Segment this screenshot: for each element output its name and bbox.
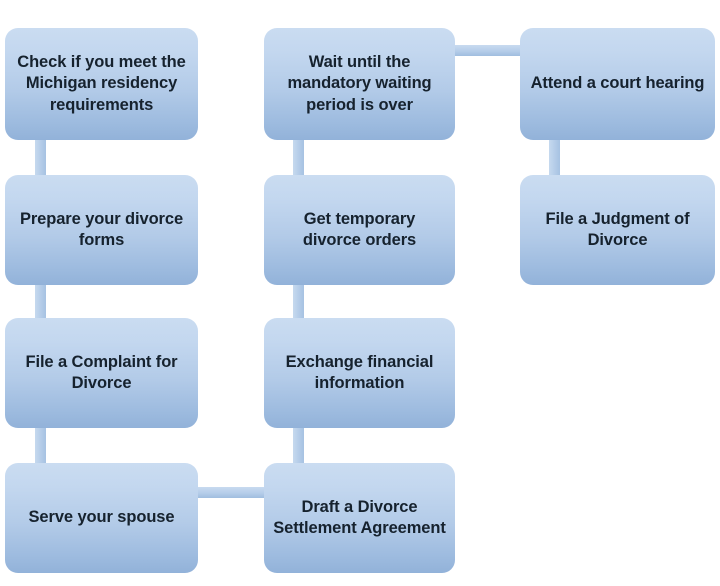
flowchart-node-n9[interactable]: Attend a court hearing <box>520 28 715 140</box>
flowchart-node-n8[interactable]: Wait until the mandatory waiting period … <box>264 28 455 140</box>
flowchart-node-label: Draft a Divorce Settlement Agreement <box>273 497 446 537</box>
flowchart-node-n6[interactable]: Exchange financial information <box>264 318 455 428</box>
connector-n2-to-n3 <box>35 283 46 320</box>
connector-n6-to-n7 <box>293 283 304 320</box>
flowchart-node-label: Check if you meet the Michigan residency… <box>17 52 186 114</box>
connector-n8-to-n9 <box>453 45 522 56</box>
connector-n9-to-n10 <box>549 138 560 177</box>
flowchart-node-label: Get temporary divorce orders <box>302 209 417 249</box>
connector-n7-to-n8 <box>293 138 304 177</box>
flowchart-node-n4[interactable]: Serve your spouse <box>5 463 198 573</box>
connector-n1-to-n2 <box>35 138 46 177</box>
flowchart-node-n10[interactable]: File a Judgment of Divorce <box>520 175 715 285</box>
connector-n5-to-n6 <box>293 426 304 465</box>
flowchart-node-label: Exchange financial information <box>285 352 434 392</box>
flowchart-node-label: File a Complaint for Divorce <box>25 352 178 392</box>
flowchart-node-n5[interactable]: Draft a Divorce Settlement Agreement <box>264 463 455 573</box>
flowchart-node-label: File a Judgment of Divorce <box>545 209 690 249</box>
connector-n3-to-n4 <box>35 426 46 465</box>
connector-n4-to-n5 <box>196 487 266 498</box>
flowchart-node-n7[interactable]: Get temporary divorce orders <box>264 175 455 285</box>
flowchart-node-n3[interactable]: File a Complaint for Divorce <box>5 318 198 428</box>
flowchart-node-label: Serve your spouse <box>28 508 175 527</box>
flowchart-node-label: Prepare your divorce forms <box>19 209 184 249</box>
flowchart-node-label: Wait until the mandatory waiting period … <box>287 52 432 114</box>
flowchart-node-label: Attend a court hearing <box>530 74 705 93</box>
flowchart-node-n2[interactable]: Prepare your divorce forms <box>5 175 198 285</box>
flowchart-node-n1[interactable]: Check if you meet the Michigan residency… <box>5 28 198 140</box>
